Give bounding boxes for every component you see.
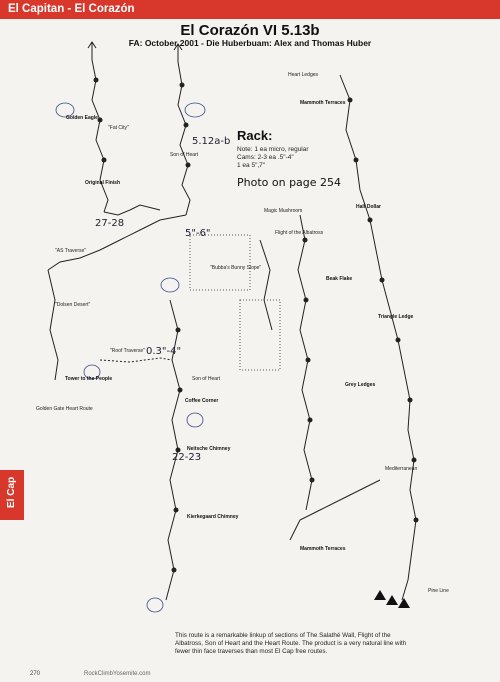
- photo-reference: Photo on page 254: [237, 176, 342, 189]
- label-original-finish: Original Finish: [85, 180, 121, 186]
- route-description: This route is a remarkable linkup of sec…: [175, 632, 407, 655]
- label-beak-flake: Beak Flake: [326, 276, 353, 282]
- belay-station: [347, 97, 353, 103]
- label-heart-ledges: Heart Ledges: [288, 72, 319, 78]
- first-ascent-line: FA: October 2001 - Die Huberbuam: Alex a…: [128, 38, 372, 48]
- belay-station: [185, 162, 191, 168]
- route-line-albatross: [297, 214, 313, 511]
- label-magic-mushroom-upper: Magic Mushroom: [264, 208, 303, 214]
- label-neitsche-chimney: Neitsche Chimney: [187, 446, 231, 452]
- label-tower-people: Tower to the People: [65, 376, 113, 382]
- label-flight-albatross: Flight of the Albatross: [275, 230, 324, 236]
- route-line-left-upper: [103, 204, 161, 216]
- belay-station: [97, 117, 103, 123]
- route-line-albatross-2: [259, 239, 273, 331]
- belay-station: [305, 357, 311, 363]
- rack-heading: Rack:: [237, 128, 273, 143]
- route-line-heart-route: [339, 74, 417, 601]
- tree-icon: [398, 598, 410, 608]
- hatched-ledge: [189, 234, 251, 291]
- route-line-left-lower: [47, 269, 59, 381]
- route-title: El Corazón VI 5.13b: [180, 22, 320, 39]
- belay-station: [175, 327, 181, 333]
- route-line-salathe: [91, 59, 109, 213]
- label-golden-eagle: Golden Eagle: [66, 115, 98, 121]
- label-golden-gate: Golden Gate Heart Route: [36, 406, 93, 412]
- chapter-header: El Capitan - El Corazón: [0, 0, 500, 19]
- rack-cams: Cams: 2-3 ea .5"-4": [237, 154, 294, 161]
- label-son-of-heart: Son of Heart: [170, 152, 199, 158]
- label-dolsen-desert: "Dolsen Desert": [55, 302, 91, 308]
- summit-arrow-icon: [173, 43, 183, 62]
- chapter-header-text: El Capitan - El Corazón: [8, 3, 135, 15]
- belay-station: [413, 517, 419, 523]
- belay-station: [379, 277, 385, 283]
- belay-station: [171, 567, 177, 573]
- belay-station: [367, 217, 373, 223]
- page-number: 270: [30, 671, 41, 677]
- label-half-dollar: Half Dollar: [356, 204, 382, 210]
- belay-station: [407, 397, 413, 403]
- belay-station: [175, 447, 181, 453]
- label-as-traverse: "AS Traverse": [55, 248, 87, 254]
- tree-icon: [386, 595, 398, 605]
- hatched-ledge: [239, 299, 281, 371]
- handwritten-grade: 22-23: [172, 452, 202, 463]
- handwritten-size: 5"-6": [185, 228, 211, 239]
- handwritten-circle: [55, 102, 75, 118]
- belay-station: [173, 507, 179, 513]
- handwritten-size: 0.3"-4": [146, 346, 182, 357]
- belay-station: [93, 77, 99, 83]
- rack-note: Note: 1 ea micro, regular: [237, 146, 309, 153]
- belay-station: [177, 387, 183, 393]
- handwritten-circle: [83, 364, 101, 380]
- belay-station: [307, 417, 313, 423]
- label-mammoth-terraces-bottom: Mammoth Terraces: [300, 546, 346, 552]
- label-roof-traverse: "Roof Traverse": [110, 348, 145, 354]
- handwritten-circle: [160, 277, 180, 293]
- section-side-tab: El Cap: [0, 470, 24, 520]
- belay-station: [353, 157, 359, 163]
- tree-icon: [374, 590, 386, 600]
- handwritten-grade: 5.12a-b: [192, 136, 231, 147]
- handwritten-grade: 27-28: [95, 218, 125, 229]
- route-line-center-upper: [177, 61, 191, 216]
- rack-big-cams: 1 ea 5",7": [237, 162, 266, 169]
- label-fat-city: "Fat City": [108, 125, 129, 131]
- belay-station: [303, 297, 309, 303]
- label-triangle-ledge: Triangle Ledge: [378, 314, 414, 320]
- label-grey-ledges: Grey Ledges: [345, 382, 376, 388]
- belay-station: [302, 237, 308, 243]
- handwritten-circle: [186, 412, 204, 428]
- belay-station: [309, 477, 315, 483]
- label-son-of-heart-lower: Son of Heart: [192, 376, 221, 382]
- label-pine-line: Pine Line: [428, 588, 449, 594]
- label-kierkegaard-chimney: Kierkegaard Chimney: [187, 514, 239, 520]
- route-line-center-traverse: [47, 214, 187, 271]
- summit-arrow-icon: [87, 41, 97, 60]
- footer-url: RockClimbYosemite.com: [84, 671, 151, 677]
- label-mediterranean: Mediterranean: [385, 466, 418, 472]
- belay-station: [183, 122, 189, 128]
- label-bubbas-slope: "Bubba's Bunny Slope": [210, 265, 262, 271]
- label-mammoth-terraces-top: Mammoth Terraces: [300, 100, 346, 106]
- route-line-roof-traverse: [99, 357, 173, 363]
- belay-station: [395, 337, 401, 343]
- belay-station: [411, 457, 417, 463]
- belay-station: [101, 157, 107, 163]
- handwritten-circle: [184, 102, 206, 118]
- label-coffee-corner: Coffee Corner: [185, 398, 219, 404]
- handwritten-circle: [146, 597, 164, 613]
- route-line-mammoth-lower: [289, 479, 381, 541]
- belay-station: [179, 82, 185, 88]
